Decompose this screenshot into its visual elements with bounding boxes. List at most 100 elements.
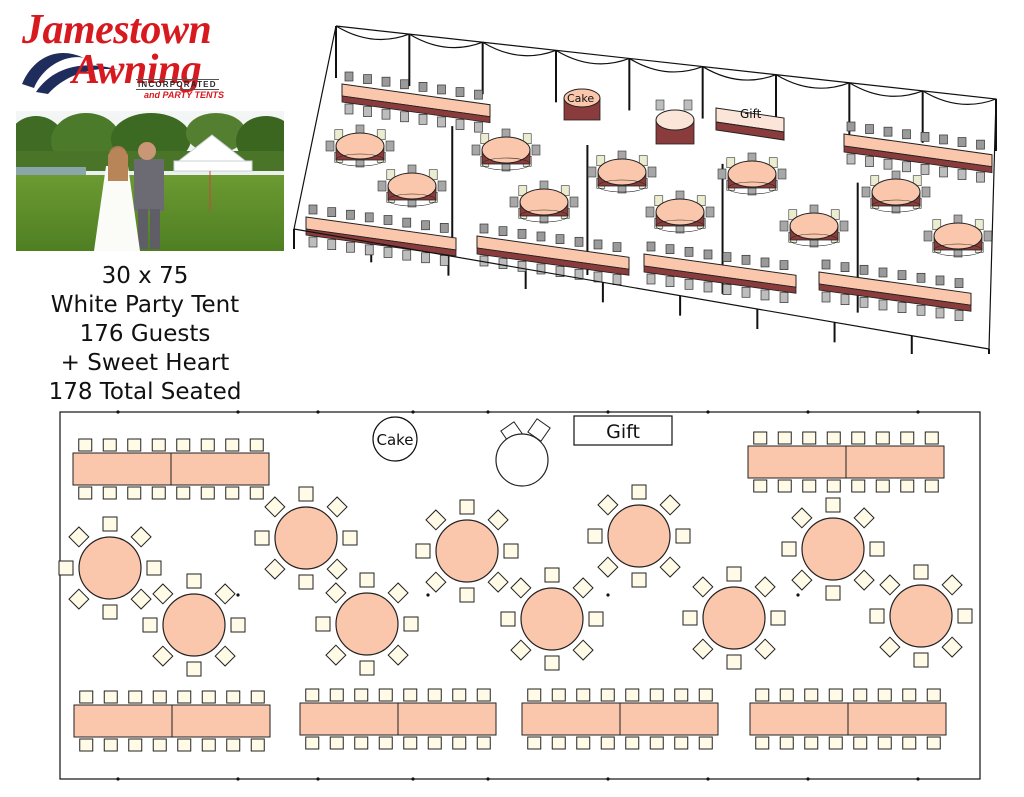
chair (517, 228, 527, 239)
pole-marker (806, 410, 810, 414)
chair (900, 479, 915, 493)
view3d-banquet-6 (818, 259, 972, 321)
chair (510, 639, 532, 661)
table-base (387, 193, 437, 207)
view3d-banquet-4 (476, 223, 630, 285)
chair (781, 541, 797, 557)
tent-3d-view: Cake Gift (293, 25, 997, 354)
chair (869, 541, 885, 557)
chair (954, 310, 964, 321)
chair (151, 486, 166, 500)
view3d-round-4 (509, 180, 579, 224)
round-table-2 (142, 573, 246, 677)
chair (363, 74, 372, 84)
chair (130, 588, 152, 610)
chair (861, 186, 871, 198)
chair (452, 688, 467, 702)
table-skirt (305, 228, 457, 257)
view3d-banquet-1 (341, 71, 491, 133)
chair (200, 486, 215, 500)
chair (364, 244, 374, 256)
pole-marker (316, 410, 320, 414)
table-top (72, 452, 172, 486)
tent-cable (409, 33, 483, 49)
chair (755, 736, 770, 750)
table-top (435, 519, 499, 583)
table-top (519, 188, 569, 216)
view3d-round-10 (923, 214, 993, 258)
table-top (78, 536, 142, 600)
chair (588, 611, 604, 627)
chair (487, 571, 509, 593)
pole-marker (706, 777, 710, 781)
cake-label: Cake (376, 431, 413, 449)
chair (826, 479, 841, 493)
chair (821, 259, 831, 270)
view3d-round-9 (861, 170, 931, 214)
table-top (299, 702, 399, 736)
chair (455, 87, 465, 97)
cake-table (372, 416, 418, 462)
chair (385, 140, 395, 152)
chair (536, 231, 546, 242)
chair (777, 479, 792, 493)
chair (935, 275, 945, 286)
chair (455, 119, 465, 130)
table-top (171, 704, 271, 738)
chair (354, 688, 369, 702)
wedding-photo (16, 111, 284, 251)
chair (846, 153, 856, 165)
chair (346, 209, 355, 220)
chair (828, 736, 843, 750)
chair (935, 307, 945, 319)
chair (176, 486, 191, 500)
tent-floor-plan: Cake Gift (58, 410, 981, 781)
chair (802, 431, 817, 445)
chair (924, 431, 939, 445)
chair (403, 736, 418, 750)
chair (926, 688, 941, 702)
chair (226, 690, 241, 704)
chair (916, 304, 926, 316)
pole-marker (706, 410, 710, 414)
pole-marker (411, 777, 415, 781)
chair (498, 258, 508, 270)
table-top (170, 452, 270, 486)
chair (646, 241, 656, 252)
chair (102, 486, 117, 500)
chair (418, 82, 428, 92)
chair (902, 736, 917, 750)
table-top (845, 445, 945, 479)
chair (846, 121, 856, 132)
chair (58, 560, 74, 576)
chair (682, 610, 698, 626)
chair (698, 736, 713, 750)
chair (476, 736, 491, 750)
round-table-8 (682, 566, 786, 670)
chair (569, 196, 579, 208)
table-base (655, 219, 705, 233)
table-base (871, 199, 921, 213)
chair (821, 291, 831, 303)
view3d-cake-table (563, 88, 601, 121)
tent-cable (702, 66, 777, 81)
table-top (655, 109, 695, 131)
chair (308, 204, 318, 215)
pole-marker (316, 777, 320, 781)
chair (649, 688, 664, 702)
chair (305, 688, 320, 702)
chair (79, 690, 94, 704)
table-top (655, 198, 705, 226)
table-top (619, 702, 719, 736)
chair (544, 655, 560, 671)
chair (941, 636, 963, 658)
chair (146, 560, 162, 576)
chair (722, 252, 732, 262)
chair (612, 242, 622, 252)
table-top (335, 132, 385, 160)
logo-text-party-tents: and PARTY TENTS (144, 90, 225, 100)
pole-marker (426, 593, 430, 597)
chair (597, 494, 619, 516)
chair (853, 688, 868, 702)
pole-marker (236, 410, 240, 414)
